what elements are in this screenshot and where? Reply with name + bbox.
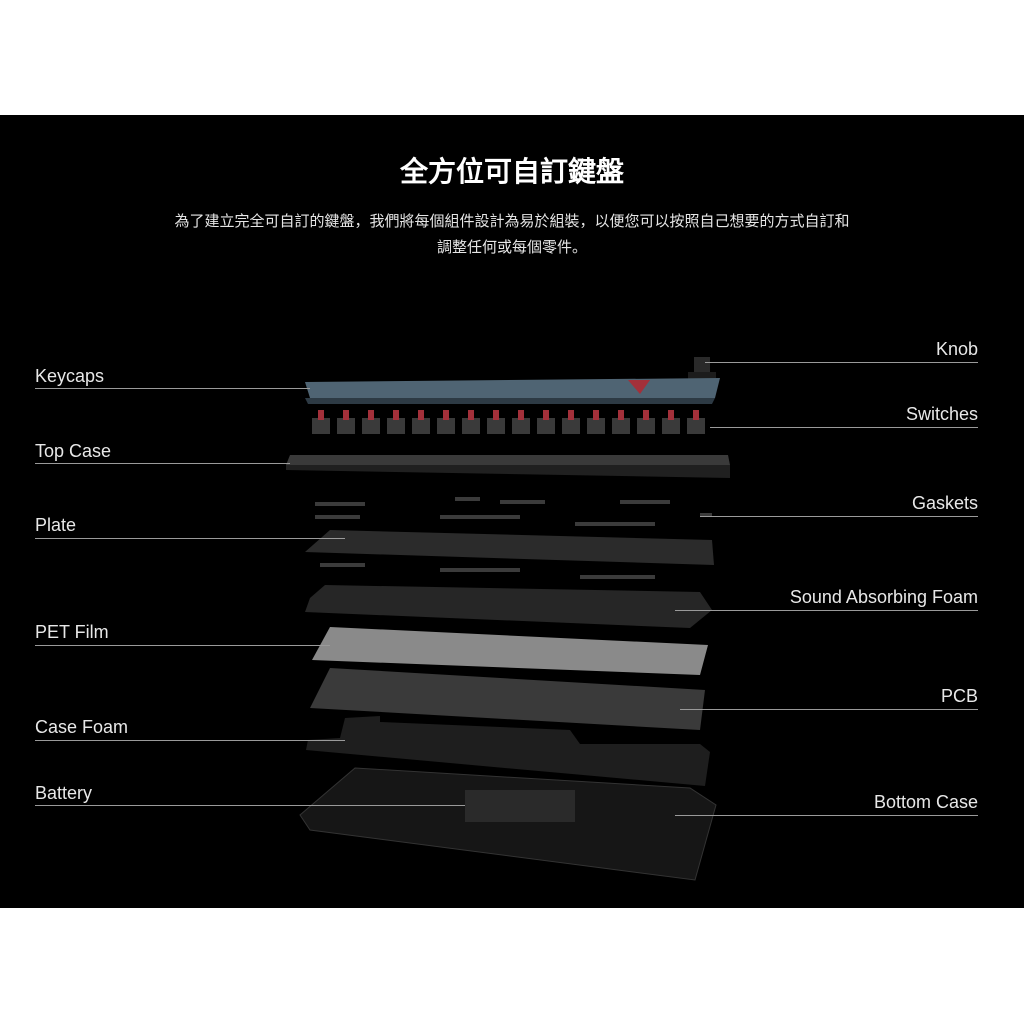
pet-film-part bbox=[312, 627, 708, 675]
leader-line-top-case bbox=[35, 463, 290, 464]
leader-line-gaskets bbox=[700, 516, 978, 517]
switch-stem bbox=[518, 410, 524, 420]
label-pet-film: PET Film bbox=[35, 622, 109, 642]
leader-line-pcb bbox=[680, 709, 978, 710]
gaskets-part bbox=[315, 497, 712, 526]
leader-line-keycaps bbox=[35, 388, 310, 389]
page-description: 為了建立完全可自訂的鍵盤，我們將每個組件設計為易於組裝，以便您可以按照自己想要的… bbox=[100, 208, 924, 260]
switch-stem bbox=[368, 410, 374, 420]
pcb-part bbox=[310, 668, 705, 730]
switch-stem bbox=[618, 410, 624, 420]
leader-line-sound-absorbing-foam bbox=[675, 610, 978, 611]
switch-housing bbox=[462, 418, 480, 434]
leader-line-switches bbox=[710, 427, 978, 428]
label-bottom-case: Bottom Case bbox=[873, 792, 978, 812]
switch-housing bbox=[337, 418, 355, 434]
switch-housing bbox=[687, 418, 705, 434]
leader-line-knob bbox=[705, 362, 978, 363]
switch-housing bbox=[637, 418, 655, 434]
switch-housing bbox=[562, 418, 580, 434]
switches-part bbox=[312, 410, 705, 434]
bottom-case-part bbox=[299, 767, 717, 881]
switch-housing bbox=[537, 418, 555, 434]
switch-stem bbox=[593, 410, 599, 420]
leader-line-bottom-case bbox=[675, 815, 978, 816]
switch-stem bbox=[318, 410, 324, 420]
description-line-2: 調整任何或每個零件。 bbox=[436, 238, 587, 256]
switch-housing bbox=[412, 418, 430, 434]
switch-housing bbox=[312, 418, 330, 434]
label-knob: Knob bbox=[935, 339, 978, 359]
switch-stem bbox=[418, 410, 424, 420]
label-top-case: Top Case bbox=[35, 441, 112, 461]
diagram-panel bbox=[0, 115, 1024, 908]
leader-line-case-foam bbox=[35, 740, 345, 741]
switch-stem bbox=[393, 410, 399, 420]
switch-housing bbox=[362, 418, 380, 434]
switch-stem bbox=[643, 410, 649, 420]
switch-stem bbox=[543, 410, 549, 420]
switch-stem bbox=[568, 410, 574, 420]
label-sound-absorbing-foam: Sound Absorbing Foam bbox=[789, 587, 978, 607]
sound-foam-part bbox=[305, 585, 712, 628]
page-title: 全方位可自訂鍵盤 bbox=[399, 155, 624, 188]
switch-stem bbox=[668, 410, 674, 420]
switch-stem bbox=[468, 410, 474, 420]
switch-housing bbox=[487, 418, 505, 434]
switch-housing bbox=[662, 418, 680, 434]
switch-stem bbox=[493, 410, 499, 420]
label-case-foam: Case Foam bbox=[35, 717, 129, 737]
label-switches: Switches bbox=[905, 404, 978, 424]
description-line-1: 為了建立完全可自訂的鍵盤，我們將每個組件設計為易於組裝，以便您可以按照自己想要的… bbox=[174, 212, 850, 230]
case-foam-part bbox=[306, 716, 710, 786]
label-pcb: PCB bbox=[940, 686, 978, 706]
switch-stem bbox=[693, 410, 699, 420]
switch-stem bbox=[443, 410, 449, 420]
leader-line-pet-film bbox=[35, 645, 330, 646]
leader-line-plate bbox=[35, 538, 345, 539]
label-keycaps: Keycaps bbox=[35, 366, 105, 386]
switch-housing bbox=[612, 418, 630, 434]
keycaps-part bbox=[305, 378, 720, 404]
switch-housing bbox=[512, 418, 530, 434]
label-battery: Battery bbox=[35, 783, 93, 803]
switch-housing bbox=[387, 418, 405, 434]
switch-stem bbox=[343, 410, 349, 420]
knob-part bbox=[688, 357, 716, 380]
label-plate: Plate bbox=[35, 515, 77, 535]
leader-line-battery bbox=[35, 805, 465, 806]
label-gaskets: Gaskets bbox=[911, 493, 978, 513]
switch-housing bbox=[437, 418, 455, 434]
switch-housing bbox=[587, 418, 605, 434]
plate-part bbox=[305, 530, 714, 579]
top-case-part bbox=[286, 455, 730, 478]
